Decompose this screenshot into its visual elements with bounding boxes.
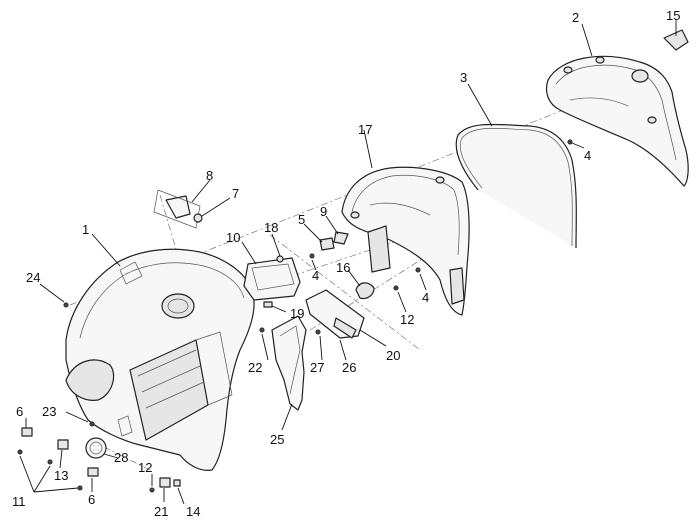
callout-1: 1 <box>82 222 89 237</box>
callout-19: 19 <box>290 306 304 321</box>
part-7-nut <box>193 213 203 223</box>
part-16-latch <box>355 282 375 300</box>
callout-28: 28 <box>114 450 128 465</box>
part-19-clip <box>263 301 273 308</box>
callout-6-upper: 6 <box>16 404 23 419</box>
screws <box>17 139 573 493</box>
part-18-clip <box>276 255 284 263</box>
part-28-grommet <box>85 437 107 459</box>
screw-4-a <box>309 253 315 259</box>
callout-11: 11 <box>12 494 26 509</box>
callout-24: 24 <box>26 270 40 285</box>
callout-4-rear: 4 <box>584 148 591 163</box>
screw-4-c <box>567 139 573 145</box>
part-5-fastener <box>319 237 335 251</box>
callout-21: 21 <box>154 504 168 519</box>
part-20-lid <box>305 289 365 339</box>
part-3-seal-strip <box>455 123 577 249</box>
callout-18: 18 <box>264 220 278 235</box>
part-8-bracket <box>153 189 201 229</box>
screw-12-a <box>393 285 399 291</box>
part-14-fastener <box>173 479 181 487</box>
callout-12-bottom: 12 <box>138 460 152 475</box>
callout-4-mid-left: 4 <box>312 268 319 283</box>
part-13-clip <box>57 439 69 450</box>
part-9-clip <box>333 231 349 245</box>
callout-26: 26 <box>342 360 356 375</box>
callout-4-mid-right: 4 <box>422 290 429 305</box>
callout-2: 2 <box>572 10 579 25</box>
screw-23 <box>89 421 95 427</box>
part-10-tray <box>243 257 301 301</box>
callout-14: 14 <box>186 504 200 519</box>
callout-6-lower: 6 <box>88 492 95 507</box>
callout-7: 7 <box>232 186 239 201</box>
screw-11-a <box>17 449 23 455</box>
part-25-cover-plate <box>271 315 307 411</box>
callout-17: 17 <box>358 122 372 137</box>
part-1-main-body <box>65 248 255 471</box>
callout-20: 20 <box>386 348 400 363</box>
screw-11-b <box>47 459 53 465</box>
part-2-rear-panel <box>545 55 689 187</box>
leader-lines <box>19 20 677 505</box>
callout-8: 8 <box>206 168 213 183</box>
callout-12-mid: 12 <box>400 312 414 327</box>
screw-26 <box>315 329 321 335</box>
screw-24 <box>63 302 69 308</box>
screw-22 <box>259 327 265 333</box>
callout-23: 23 <box>42 404 56 419</box>
callout-13: 13 <box>54 468 68 483</box>
callout-5: 5 <box>298 212 305 227</box>
part-6-clip-lower <box>87 467 99 477</box>
screw-12-b <box>149 487 155 493</box>
callout-10: 10 <box>226 230 240 245</box>
callout-22: 22 <box>248 360 262 375</box>
callout-16: 16 <box>336 260 350 275</box>
screw-11-c <box>77 485 83 491</box>
callout-9: 9 <box>320 204 327 219</box>
callout-27: 27 <box>310 360 324 375</box>
screw-4-b <box>415 267 421 273</box>
part-17-inner-panel <box>341 166 470 316</box>
callouts: 1 2 3 4 4 4 4 5 6 6 7 8 9 10 11 12 12 13… <box>12 8 680 519</box>
part-6-clip-upper <box>21 427 33 437</box>
callout-15: 15 <box>666 8 680 23</box>
part-21-clip <box>159 477 171 488</box>
callout-25: 25 <box>270 432 284 447</box>
callout-3: 3 <box>460 70 467 85</box>
